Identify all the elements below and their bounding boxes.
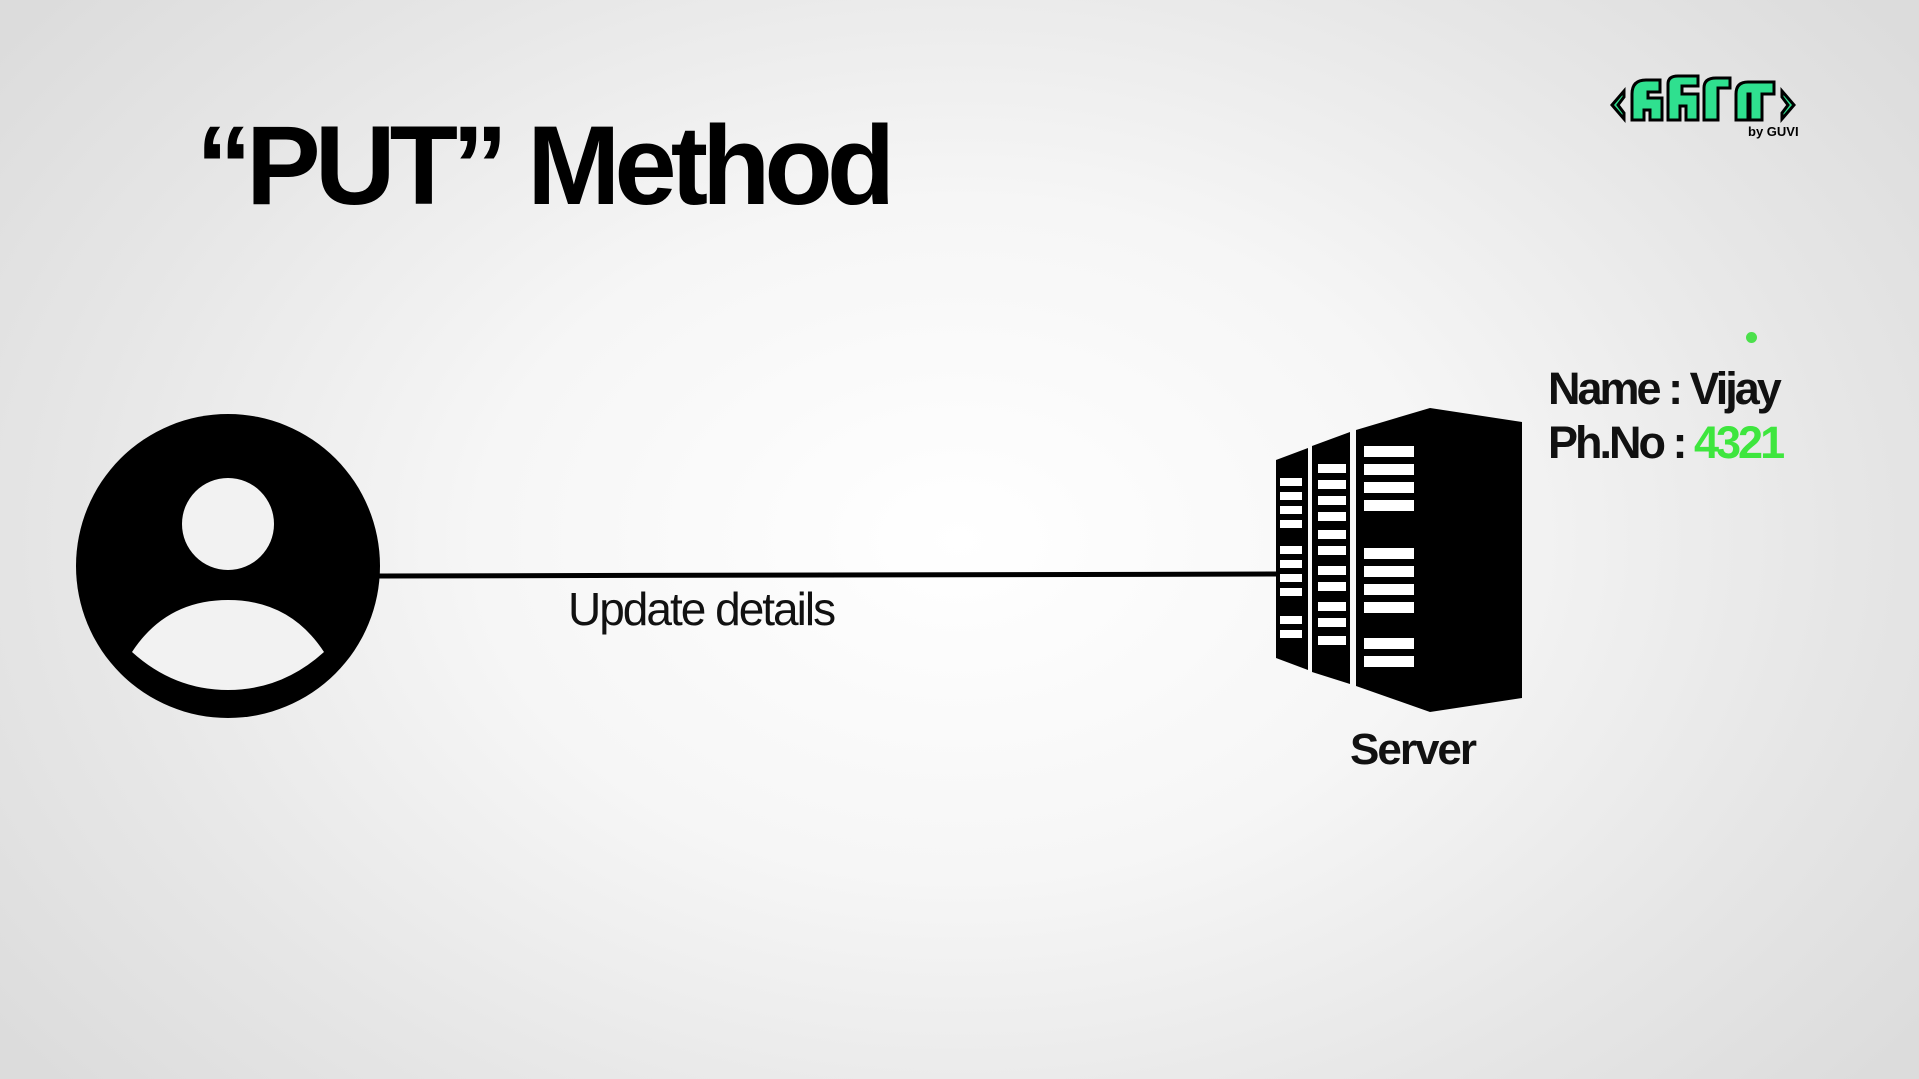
record-phone-row: Ph.No : 4321: [1548, 416, 1785, 470]
record-name-value: Vijay: [1689, 363, 1782, 414]
connection-line: [372, 571, 1292, 579]
record-name-row: Name : Vijay: [1548, 362, 1782, 416]
record-phone-label: Ph.No :: [1548, 417, 1687, 468]
record-phone-value: 4321: [1694, 417, 1785, 468]
connection-label: Update details: [568, 583, 836, 635]
slide-title: “PUT” Method: [196, 103, 895, 228]
arivu-logo-icon: by GUVI: [1610, 74, 1799, 139]
server-record: Name : Vijay Ph.No : 4321: [1548, 362, 1785, 470]
user-avatar-icon: [76, 414, 380, 718]
server-rack-icon: [1276, 408, 1522, 712]
pointer-dot: [1746, 332, 1757, 343]
server-label: Server: [1350, 725, 1477, 774]
record-name-label: Name :: [1548, 363, 1683, 414]
logo-subtext: by GUVI: [1748, 124, 1799, 139]
